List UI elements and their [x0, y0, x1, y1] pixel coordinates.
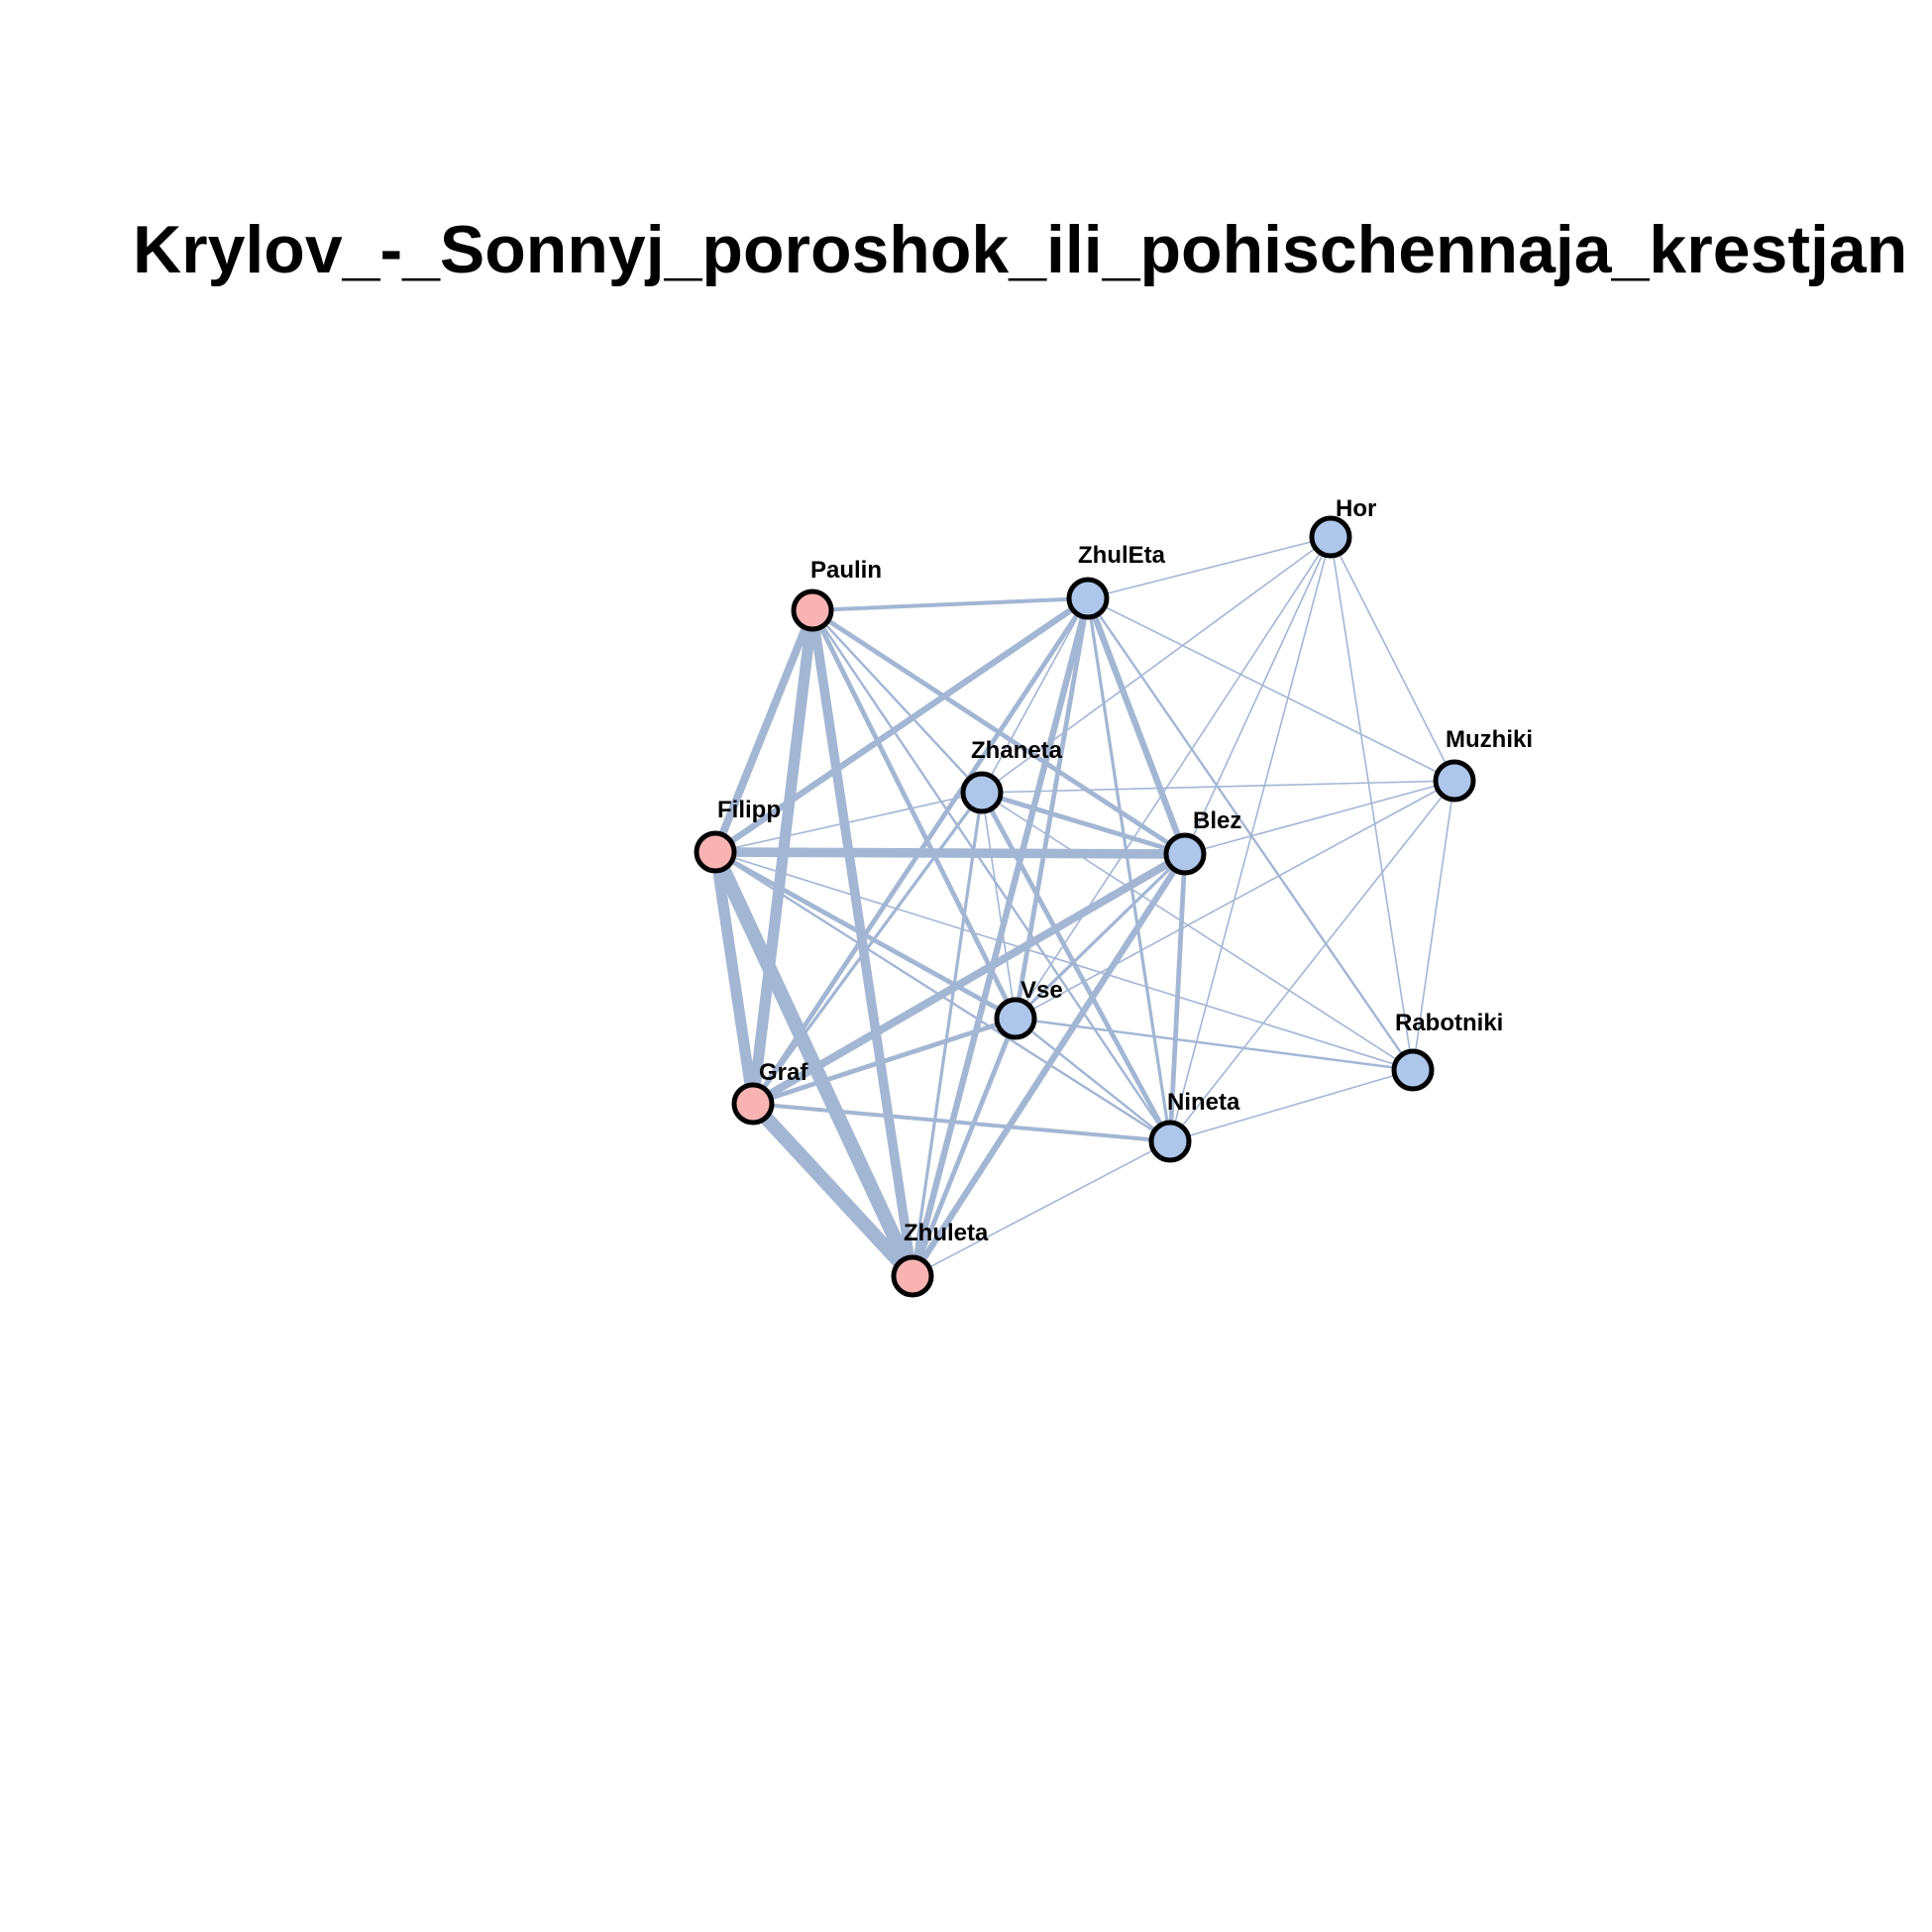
edge-muzhiki-rabotniki [1412, 780, 1455, 1071]
node-zhuleta [1066, 577, 1110, 620]
nodes-layer [694, 515, 1476, 1298]
node-label-rabotniki: Rabotniki [1395, 1010, 1503, 1036]
edge-paulin-zhuleta [810, 596, 1090, 612]
node-graf [731, 1082, 775, 1126]
edge-zhaneta-zhuleta [981, 597, 1089, 794]
edge-nineta-rabotniki [1169, 1069, 1414, 1142]
graph-title: Krylov_-_Sonnyj_poroshok_ili_pohischenna… [133, 212, 1907, 287]
edge-zhaneta-rabotniki [981, 792, 1414, 1071]
edge-paulin-vse [809, 607, 1019, 1021]
node-vse [994, 997, 1037, 1040]
node-rabotniki [1391, 1048, 1435, 1092]
edge-zhaneta-zhuleta [911, 791, 984, 1278]
edge-paulin-nineta [810, 608, 1172, 1143]
node-label-hor: Hor [1336, 495, 1376, 522]
edge-zhaneta-blez [979, 790, 1188, 857]
edge-zhuleta-hor [1087, 536, 1332, 599]
node-label-nineta: Nineta [1167, 1089, 1240, 1116]
node-label-zhuleta: ZhulEta [1078, 542, 1166, 569]
node-label-vse: Vse [1020, 977, 1063, 1004]
node-label-muzhiki: Muzhiki [1446, 726, 1533, 753]
edge-zhaneta-hor [981, 536, 1332, 794]
edge-vse-zhuleta [910, 1016, 1019, 1279]
edge-graf-nineta [751, 1102, 1172, 1143]
node-label-filipp: Filipp [717, 797, 781, 823]
edge-filipp-rabotniki [714, 851, 1414, 1071]
edge-filipp-zhaneta [714, 792, 983, 853]
edge-graf-blez [749, 850, 1189, 1108]
node-label-paulin: Paulin [810, 557, 882, 584]
edge-vse-rabotniki [1014, 1017, 1415, 1072]
node-paulin [791, 589, 834, 632]
edge-hor-nineta [1169, 536, 1332, 1142]
node-zhuleta [891, 1254, 934, 1298]
edge-muzhiki-nineta [1169, 780, 1455, 1142]
edge-blez-nineta [1167, 851, 1188, 1144]
edge-zhuleta-rabotniki [1086, 596, 1415, 1072]
node-hor [1309, 515, 1352, 559]
edge-vse-blez [1014, 852, 1187, 1020]
edge-zhaneta-muzhiki [981, 780, 1455, 794]
edge-vse-nineta [1014, 1017, 1172, 1143]
edge-zhuleta-vse [1013, 595, 1091, 1021]
edge-filipp-zhuleta [711, 594, 1092, 856]
edge-zhaneta-vse [981, 792, 1017, 1020]
node-label-zhaneta: Zhaneta [971, 737, 1063, 764]
edge-paulin-zhuleta [807, 605, 917, 1281]
edge-hor-vse [1015, 536, 1332, 1020]
edge-hor-muzhiki [1330, 536, 1455, 782]
edge-zhuleta-zhuleta [909, 594, 1092, 1280]
edge-graf-vse [750, 1016, 1019, 1107]
edge-paulin-zhaneta [810, 608, 984, 795]
node-label-zhuleta: Zhuleta [904, 1220, 989, 1246]
node-filipp [694, 830, 737, 874]
node-label-graf: Graf [759, 1059, 808, 1086]
edge-filipp-blez [710, 847, 1190, 859]
node-zhaneta [960, 771, 1004, 814]
edge-zhuleta-muzhiki [1087, 597, 1455, 782]
edge-hor-blez [1184, 536, 1332, 855]
node-blez [1163, 832, 1207, 876]
edge-muzhiki-blez [1184, 780, 1455, 855]
edge-zhuleta-nineta [1086, 596, 1172, 1143]
node-nineta [1148, 1120, 1192, 1163]
edge-zhuleta-graf [750, 595, 1091, 1107]
edge-zhaneta-nineta [979, 790, 1173, 1144]
node-muzhiki [1433, 759, 1476, 803]
node-label-blez: Blez [1193, 807, 1241, 834]
edges-layer [707, 536, 1455, 1284]
edge-graf-zhuleta [745, 1096, 920, 1284]
edge-filipp-graf [709, 846, 759, 1110]
edge-nineta-zhuleta [912, 1140, 1171, 1277]
edge-zhuleta-blez [1084, 594, 1189, 858]
edge-muzhiki-vse [1015, 780, 1455, 1020]
edge-filipp-nineta [713, 850, 1172, 1143]
edge-paulin-filipp [711, 606, 816, 856]
